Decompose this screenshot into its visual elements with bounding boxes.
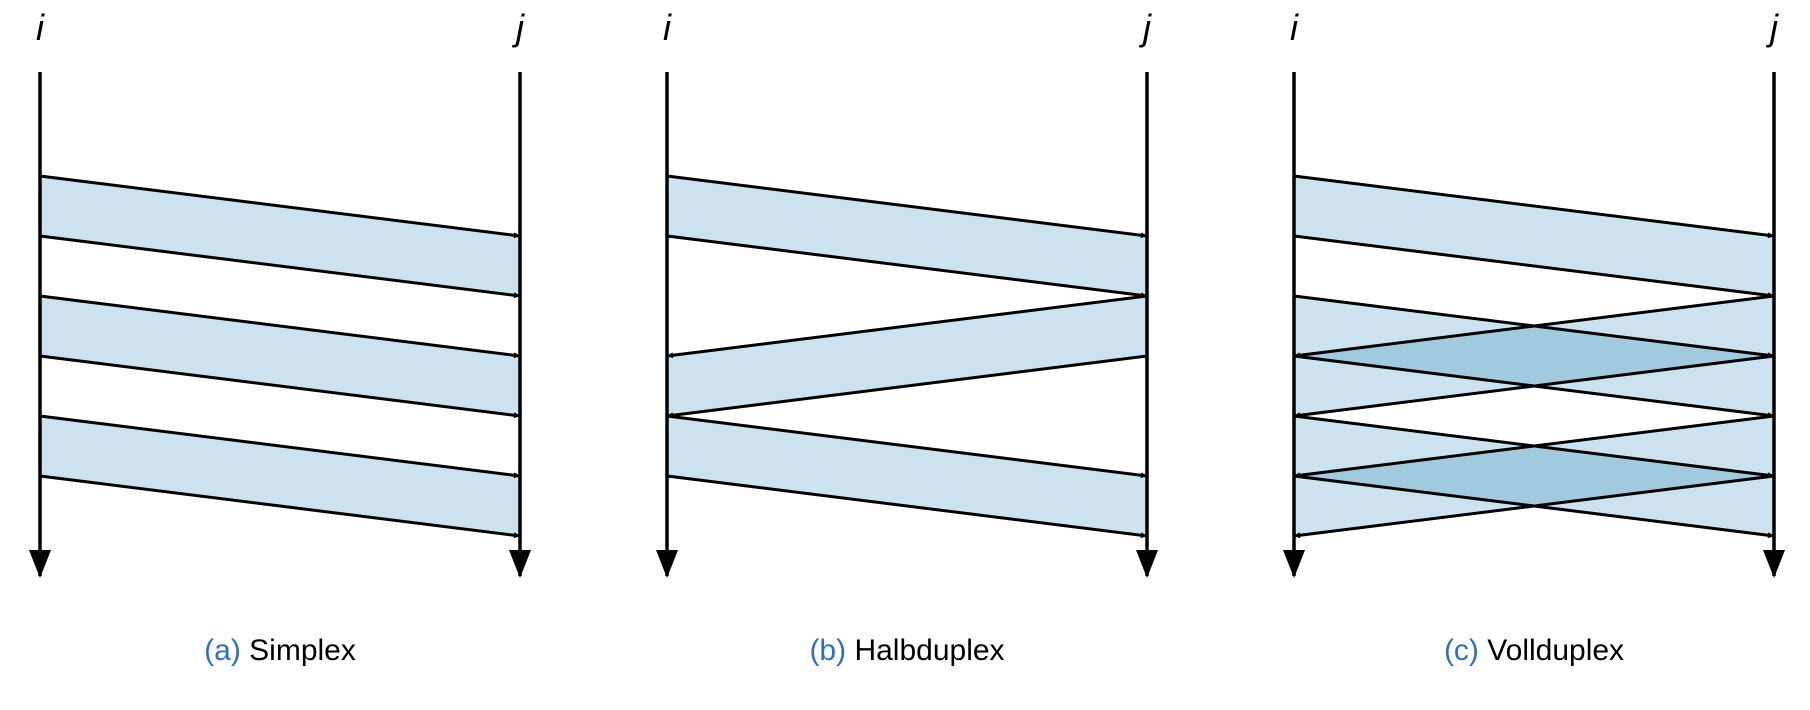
overlap-layer-c: [1294, 326, 1774, 506]
node-label-i-a: i: [36, 7, 45, 48]
caption-a: (a) Simplex: [204, 634, 356, 668]
message-arrow-i-to-j: [39, 474, 521, 539]
band-i-to-j: [40, 416, 520, 536]
band-i-to-j: [667, 416, 1147, 536]
timeline-arrow-icon: [1763, 550, 1785, 578]
caption-tag-c: (c): [1443, 634, 1479, 667]
caption-text-a: Simplex: [249, 634, 356, 667]
timeline-arrow-icon: [29, 550, 51, 578]
node-label-i-c: i: [1290, 7, 1299, 48]
node-label-j-c: j: [1765, 7, 1779, 48]
message-layer-a: [39, 174, 521, 539]
timeline-layer-b: [656, 72, 1158, 578]
message-arrow-i-to-j: [666, 174, 1148, 239]
message-arrow-j-to-i: [666, 354, 1148, 419]
node-label-j-b: j: [1138, 7, 1152, 48]
message-arrow-j-to-i: [1293, 294, 1775, 359]
band-j-to-i: [667, 296, 1147, 416]
timeline-arrow-icon: [656, 550, 678, 578]
node-label-i-b: i: [663, 7, 672, 48]
band-layer-b: [667, 176, 1147, 536]
message-arrow-i-to-j: [39, 234, 521, 299]
panel-c: i j: [1283, 7, 1785, 578]
message-arrow-j-to-i: [1293, 414, 1775, 479]
message-arrow-i-to-j: [666, 234, 1148, 299]
message-layer-c: [1293, 174, 1775, 539]
timeline-arrow-icon: [1136, 550, 1158, 578]
band-i-to-j: [667, 176, 1147, 296]
panel-a: i j: [29, 7, 531, 578]
message-arrow-j-to-i: [1293, 354, 1775, 419]
message-arrow-j-to-i: [666, 294, 1148, 359]
band-i-to-j: [40, 296, 520, 416]
band-layer-a: [40, 176, 520, 536]
caption-tag-a: (a): [204, 634, 241, 667]
message-arrow-i-to-j: [39, 414, 521, 479]
message-arrow-i-to-j: [39, 294, 521, 359]
message-arrow-j-to-i: [1293, 474, 1775, 539]
caption-text-b: Halbduplex: [854, 634, 1005, 667]
message-arrow-i-to-j: [1293, 174, 1775, 239]
message-layer-b: [666, 174, 1148, 539]
timeline-layer-c: [1283, 72, 1785, 578]
message-arrow-i-to-j: [666, 474, 1148, 539]
band-i-to-j: [1294, 176, 1774, 296]
message-arrow-i-to-j: [1293, 234, 1775, 299]
caption-tag-b: (b): [809, 634, 847, 667]
message-arrow-i-to-j: [666, 414, 1148, 479]
band-i-to-j: [40, 176, 520, 296]
panel-b: i j: [656, 7, 1158, 578]
caption-b: (b) Halbduplex: [809, 634, 1004, 668]
timeline-arrow-icon: [1283, 550, 1305, 578]
message-arrow-i-to-j: [39, 174, 521, 239]
message-arrow-i-to-j: [39, 354, 521, 419]
caption-text-c: Vollduplex: [1487, 634, 1625, 667]
node-label-j-a: j: [511, 7, 525, 48]
caption-c: (c) Vollduplex: [1444, 634, 1624, 668]
timeline-layer-a: [29, 72, 531, 578]
timeline-arrow-icon: [509, 550, 531, 578]
